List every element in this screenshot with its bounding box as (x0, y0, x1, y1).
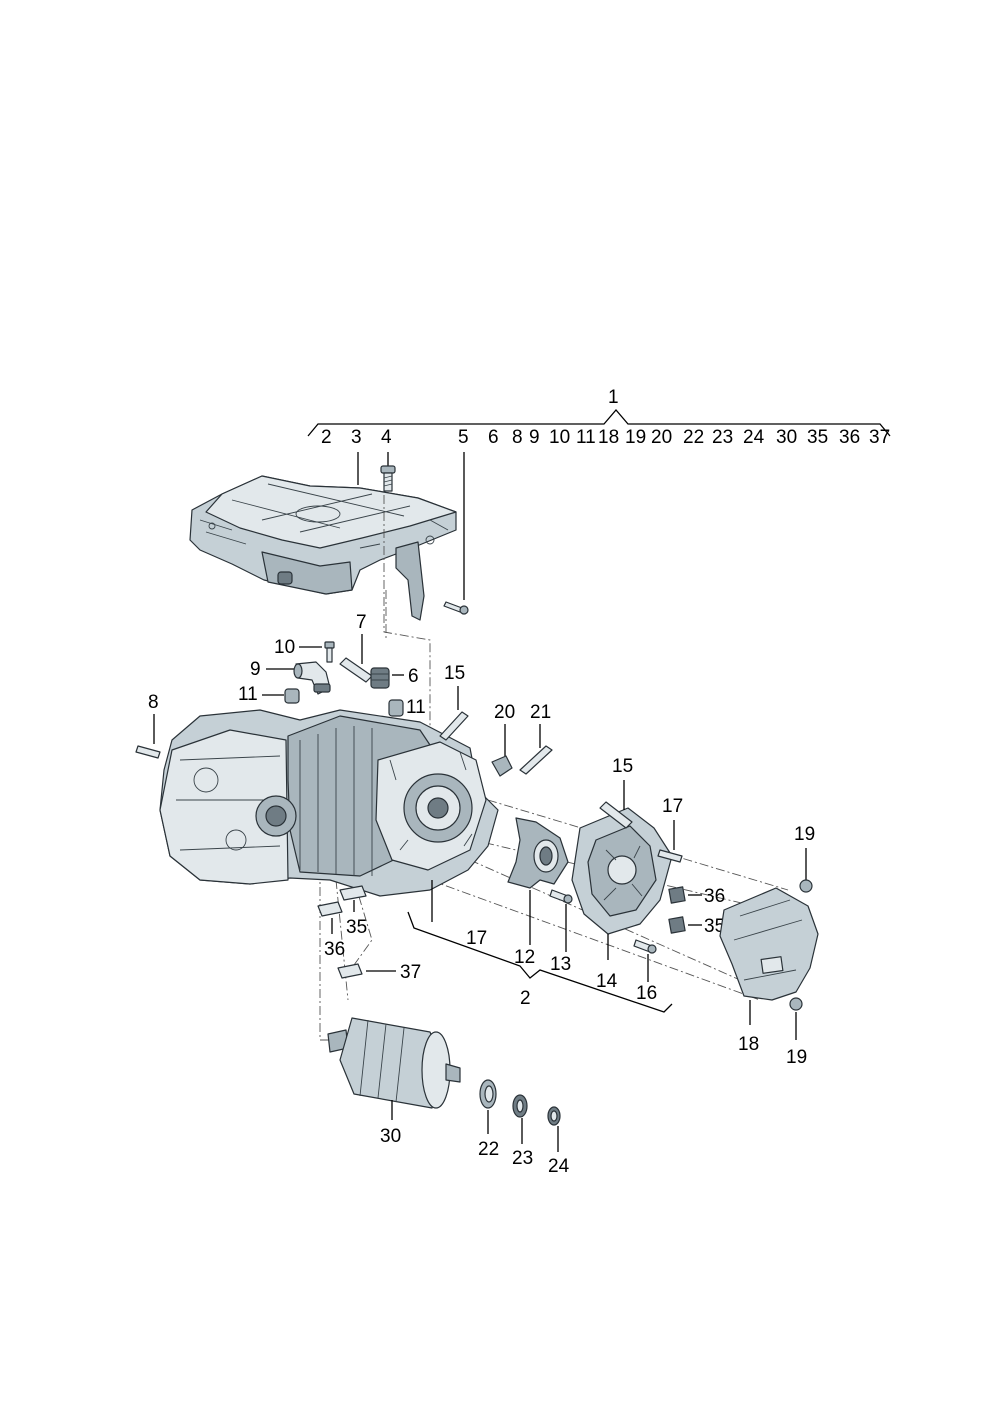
elbow-part-9: 9 (250, 659, 331, 695)
ring-part-22: 22 (478, 1079, 499, 1160)
bracket-part-12: 12 (507, 817, 569, 968)
label-16: 16 (636, 983, 657, 1004)
label-19: 19 (794, 824, 815, 845)
sealant-part-15: 15 (439, 663, 469, 741)
gasket-part-36: 36 (668, 886, 725, 907)
label-11: 11 (576, 427, 596, 448)
stud-part-8: 8 (135, 692, 161, 759)
label-9b: 9 (250, 659, 261, 680)
label-35: 35 (807, 427, 828, 448)
sealant-part-7: 7 (339, 612, 373, 683)
label-12: 12 (514, 947, 535, 968)
plug-part-11: 11 (238, 684, 300, 705)
gasket-part-35: 35 (668, 916, 725, 937)
label-20: 20 (651, 427, 672, 448)
label-17: 17 (662, 796, 683, 817)
label-15b: 15 (612, 756, 633, 777)
label-1: 1 (608, 387, 619, 408)
cover-part-3 (189, 475, 457, 621)
label-23: 23 (712, 427, 733, 448)
label-2: 2 (321, 427, 332, 448)
assembly-label-row: 1 2 3 4 5 6 8 9 10 11 18 19 20 22 23 24 … (321, 387, 890, 448)
assembly-bracket (307, 409, 891, 437)
ring-part-23: 23 (512, 1094, 533, 1169)
label-8: 8 (512, 427, 523, 448)
top-leader-lines (357, 452, 465, 600)
sealant-part-21: 21 (519, 702, 553, 775)
gasket-part-37: 37 (337, 962, 421, 983)
label-10: 10 (549, 427, 570, 448)
bolt-part-17: 17 (657, 796, 683, 863)
label-7: 7 (356, 612, 367, 633)
label-10b: 10 (274, 637, 295, 658)
label-37: 37 (869, 427, 890, 448)
label-6b: 6 (408, 666, 419, 687)
label-11c: 11 (406, 697, 426, 718)
gasket-part-35b: 35 (339, 885, 367, 938)
plug-part-11b: 11 (388, 697, 426, 718)
label-19: 19 (625, 427, 646, 448)
label-24: 24 (743, 427, 765, 448)
label-6: 6 (488, 427, 499, 448)
label-15: 15 (444, 663, 465, 684)
cap-part-20: 20 (491, 702, 515, 777)
label-35c: 35 (346, 917, 367, 938)
bolt-part-10: 10 (274, 637, 335, 663)
sealant-part-15b: 15 (599, 756, 633, 829)
label-3: 3 (351, 427, 362, 448)
label-36: 36 (839, 427, 860, 448)
label-23: 23 (512, 1148, 533, 1169)
label-21: 21 (530, 702, 551, 723)
bolt-part-17b: 17 2 (407, 880, 673, 1013)
label-24: 24 (548, 1156, 570, 1177)
cover-part-14: 14 (571, 807, 673, 992)
label-4: 4 (381, 427, 392, 448)
label-35b: 35 (704, 916, 725, 937)
label-5: 5 (458, 427, 469, 448)
label-8b: 8 (148, 692, 159, 713)
nut-part-19: 19 (794, 824, 815, 893)
label-18: 18 (738, 1034, 759, 1055)
label-2b: 2 (520, 988, 531, 1009)
label-9: 9 (529, 427, 540, 448)
label-22: 22 (683, 427, 704, 448)
bolt-part-13: 13 (549, 889, 573, 975)
label-30: 30 (776, 427, 797, 448)
shield-part-18: 18 (719, 887, 819, 1055)
label-13: 13 (550, 954, 571, 975)
label-20: 20 (494, 702, 515, 723)
cap-part-6: 6 (370, 666, 419, 689)
gasket-part-36b: 36 (317, 901, 345, 960)
label-14: 14 (596, 971, 618, 992)
gearbox-housing (159, 709, 499, 897)
label-18: 18 (598, 427, 619, 448)
bolt-part-4 (380, 465, 396, 492)
label-30: 30 (380, 1126, 401, 1147)
label-17b: 17 (466, 928, 487, 949)
bolt-part-16: 16 (633, 939, 657, 1004)
label-36c: 36 (324, 939, 345, 960)
label-19b: 19 (786, 1047, 807, 1068)
rotor-part-30: 30 (327, 1017, 461, 1147)
label-36b: 36 (704, 886, 725, 907)
label-37: 37 (400, 962, 421, 983)
nut-part-19b: 19 (786, 997, 807, 1068)
label-22: 22 (478, 1139, 499, 1160)
ring-part-24: 24 (547, 1106, 570, 1177)
bolt-part-5 (443, 601, 469, 615)
label-11b: 11 (238, 684, 258, 705)
